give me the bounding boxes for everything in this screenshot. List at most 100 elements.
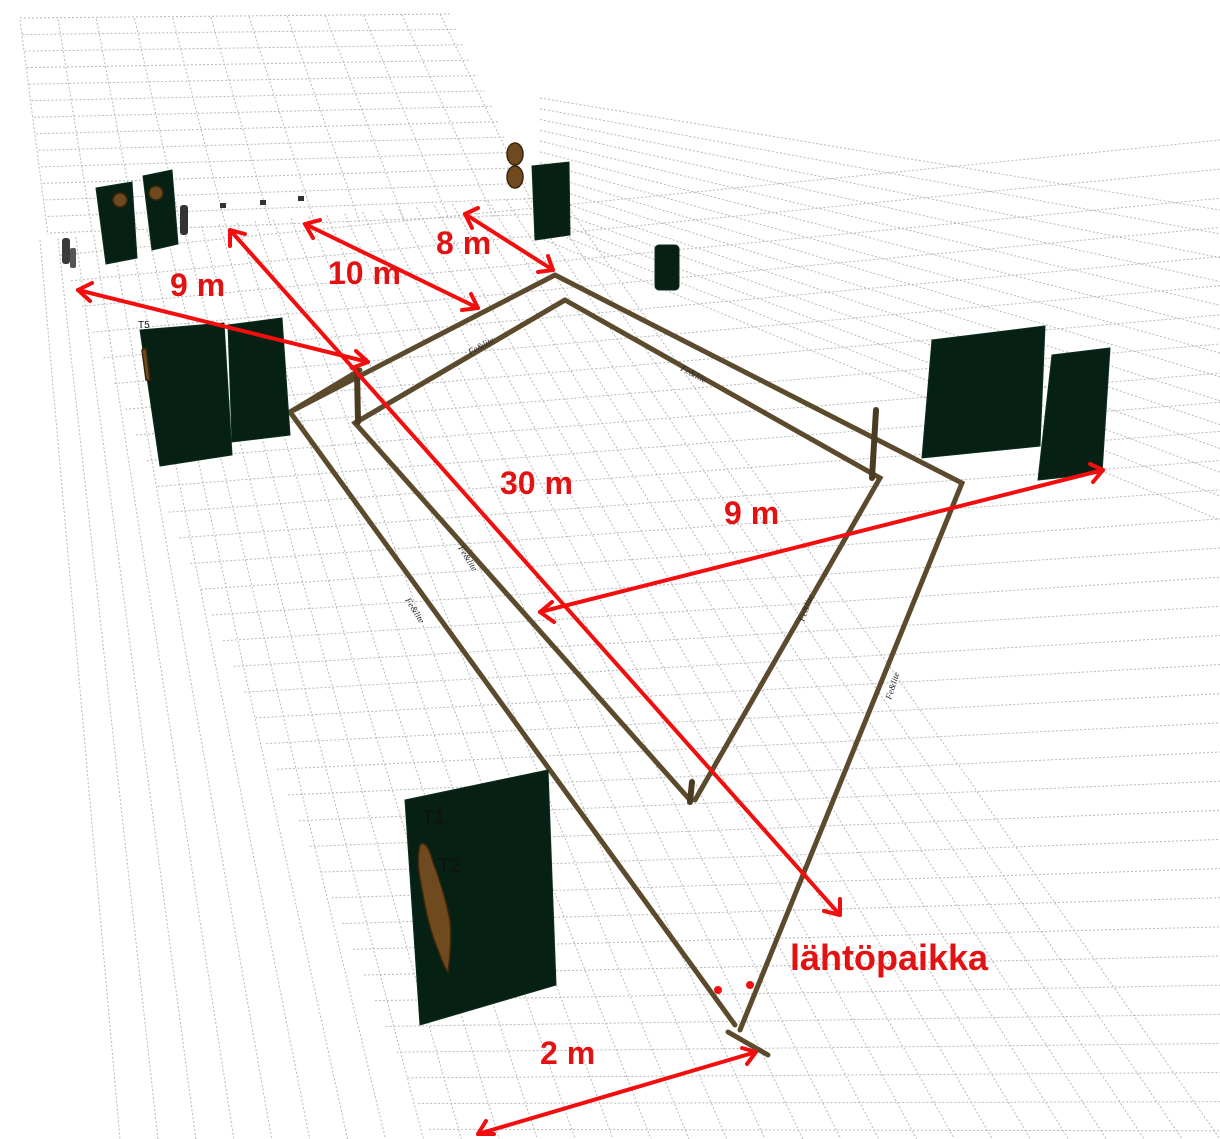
- arrow-2m: [476, 1050, 758, 1136]
- label-30m: 30 m: [500, 465, 573, 501]
- grid-line: [70, 168, 1220, 282]
- grid-line: [93, 235, 235, 1139]
- tape-outer-right: [552, 272, 966, 1033]
- grid-line: [418, 1101, 1220, 1105]
- round-target-icon: [506, 165, 524, 189]
- grid-line: [36, 121, 499, 135]
- marker-icon: [260, 200, 266, 205]
- grid-line: [541, 196, 1183, 1139]
- grid-line: [114, 285, 1220, 385]
- floor-grid: [39, 97, 1220, 1139]
- grid-line: [31, 90, 485, 102]
- arrow-8m: [463, 212, 555, 272]
- target-silhouette-icon: [141, 346, 151, 381]
- grid-line: [539, 172, 1220, 378]
- arrowhead-icon: [350, 349, 370, 370]
- tape-inner-cross: [352, 297, 568, 426]
- tape-left-link: [287, 367, 363, 415]
- grid-line: [59, 139, 1220, 256]
- targets: T1 T2 T5: [62, 142, 1111, 1026]
- grid-line: [539, 226, 1220, 497]
- grid-line: [19, 19, 49, 236]
- arrowhead-icon: [463, 206, 480, 230]
- grid-line: [254, 221, 576, 1139]
- grid-line: [81, 197, 1220, 307]
- figure-icon: [180, 205, 188, 235]
- start-marker-right: [746, 981, 754, 989]
- arrowhead-icon: [228, 228, 247, 248]
- grid-line: [385, 1013, 1220, 1027]
- grid-line: [244, 634, 1220, 693]
- grid-line: [398, 208, 880, 1139]
- target-panel-far-center: [531, 161, 571, 241]
- arrow-9m-right: [538, 468, 1105, 614]
- grid-line: [22, 28, 457, 36]
- start-position-label: lähtöpaikka: [790, 937, 989, 978]
- label-10m: 10 m: [328, 255, 401, 291]
- arrowhead-icon: [538, 600, 556, 624]
- grid-line: [26, 59, 471, 69]
- grid-line: [135, 343, 1220, 436]
- grid-line: [19, 13, 451, 19]
- grid-line: [222, 576, 1220, 642]
- marker-icon: [220, 203, 226, 208]
- target-silhouette-icon: [417, 843, 452, 974]
- arrowhead-icon: [822, 897, 842, 917]
- label-2m: 2 m: [540, 1035, 595, 1071]
- grid-line: [396, 1042, 1220, 1053]
- round-target-icon: [112, 192, 128, 208]
- grid-line: [147, 230, 349, 1139]
- grid-line: [24, 44, 464, 52]
- grid-line: [539, 205, 1220, 449]
- label-9m-right: 9 m: [724, 495, 779, 531]
- tape-inner-right: [562, 297, 884, 803]
- grid-line: [539, 97, 1220, 211]
- post-left: [354, 367, 361, 425]
- dimension-arrows: [76, 206, 1105, 1136]
- arrowhead-icon: [740, 1046, 758, 1066]
- post-right: [869, 407, 879, 481]
- grid-line: [255, 664, 1220, 719]
- target-label-t5: T5: [138, 320, 150, 331]
- grid-line: [539, 162, 1220, 354]
- grid-line: [469, 202, 1031, 1139]
- arrow-30m: [228, 228, 842, 917]
- post-bottom: [687, 779, 695, 805]
- grid-line: [172, 17, 227, 228]
- grid-line: [103, 256, 1220, 359]
- round-target-icon: [506, 142, 524, 166]
- grid-line: [33, 105, 492, 118]
- grid-line: [505, 199, 1107, 1139]
- grid-line: [190, 489, 1220, 565]
- target-label-t1: T1: [422, 807, 445, 829]
- start-marker-left: [714, 986, 722, 994]
- grid-line: [344, 213, 766, 1139]
- grid-line: [57, 19, 94, 234]
- grid-line: [111, 233, 273, 1139]
- grid-line: [439, 13, 539, 216]
- tape-text: Fe&lite: [678, 362, 708, 384]
- figure-icon: [62, 238, 70, 264]
- dimension-labels: 8 m 10 m 9 m 30 m 9 m 2 m lähtöpaikka: [170, 225, 989, 1071]
- target-panel-left: [139, 322, 233, 467]
- tape-course: Fe&lite Fe&lite Fe&lite Fe&lite Fe&lite …: [286, 272, 966, 1058]
- grid-line: [539, 183, 1220, 402]
- grid-line: [407, 1072, 1220, 1079]
- grid-line: [451, 204, 993, 1139]
- target-panel-right-1: [921, 325, 1046, 459]
- grid-line: [324, 15, 405, 221]
- grid-line: [539, 151, 1220, 330]
- tape-bottom-cross: [725, 1029, 771, 1058]
- grid-line: [236, 222, 538, 1139]
- arrowhead-icon: [76, 281, 94, 303]
- grid-line: [43, 167, 520, 184]
- grid-line: [539, 237, 1220, 521]
- grid-line: [290, 218, 652, 1139]
- grid-line: [38, 136, 506, 151]
- grid-line: [416, 207, 917, 1139]
- grid-line: [362, 211, 804, 1139]
- arrow-10m: [303, 222, 480, 310]
- grid-line: [272, 219, 614, 1139]
- grid-line: [39, 239, 121, 1139]
